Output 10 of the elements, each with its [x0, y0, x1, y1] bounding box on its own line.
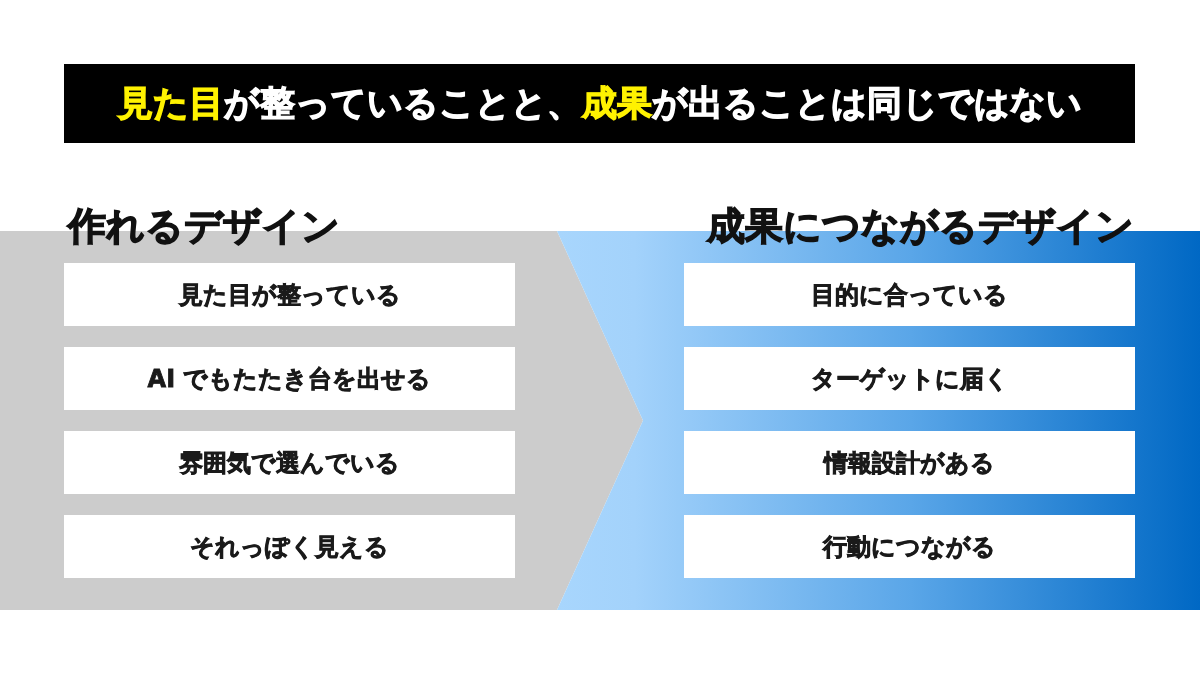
text-card: 目的に合っている: [684, 263, 1135, 326]
text-card: AI でもたたき台を出せる: [64, 347, 515, 410]
text-card: 情報設計がある: [684, 431, 1135, 494]
text-card: 見た目が整っている: [64, 263, 515, 326]
text-card: それっぽく見える: [64, 515, 515, 578]
title-banner: 見た目が整っていることと、成果が出ることは同じではない: [64, 64, 1135, 143]
text-card: 行動につながる: [684, 515, 1135, 578]
section-heading: 作れるデザイン: [68, 204, 340, 248]
text-card: 雰囲気で選んでいる: [64, 431, 515, 494]
text-card: ターゲットに届く: [684, 347, 1135, 410]
